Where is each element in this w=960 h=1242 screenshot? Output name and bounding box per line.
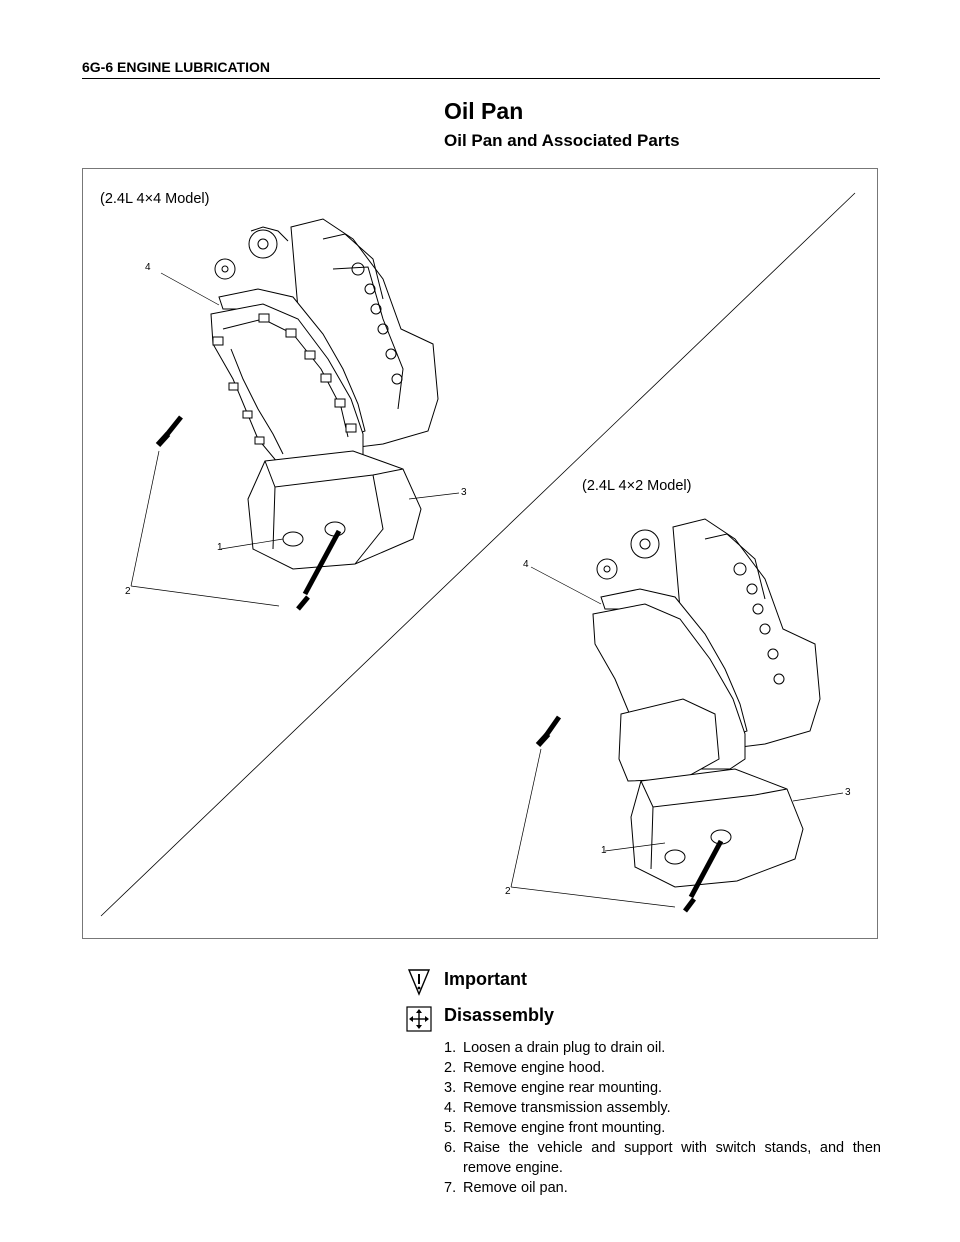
- step-text: Remove engine hood.: [463, 1060, 605, 1076]
- disassembly-steps: 1. Loosen a drain plug to drain oil. 2. Re…: [444, 1038, 881, 1198]
- oil-pan-figure: (2.4L 4×4 Model) (2.4L 4×2 Model) 1 2 3 …: [82, 168, 878, 939]
- step-text: Raise the vehicle and support with switc…: [463, 1140, 881, 1176]
- engine-4x4-drawing: [130, 218, 460, 611]
- step-item: 4. Remove transmission assembly.: [444, 1098, 881, 1118]
- callout-4x2-1: 1: [601, 845, 607, 856]
- callout-4x2-2: 2: [505, 886, 511, 897]
- figure-divider-line: [100, 192, 856, 917]
- callout-4x4-4: 4: [145, 262, 151, 273]
- step-number: 7.: [444, 1180, 457, 1196]
- step-text: Remove engine front mounting.: [463, 1120, 666, 1136]
- callout-4x4-3: 3: [461, 487, 467, 498]
- step-number: 4.: [444, 1100, 457, 1116]
- step-number: 3.: [444, 1080, 457, 1096]
- page-title: Oil Pan: [444, 98, 524, 124]
- caption-4x2-model: (2.4L 4×2 Model): [582, 478, 692, 494]
- oil-pan-illustration: [100, 192, 856, 917]
- disassembly-arrows-icon: [406, 1006, 432, 1032]
- callout-4x2-4: 4: [523, 559, 529, 570]
- step-text: Remove oil pan.: [463, 1180, 568, 1196]
- step-number: 1.: [444, 1040, 457, 1056]
- step-text: Loosen a drain plug to drain oil.: [463, 1040, 666, 1056]
- step-number: 2.: [444, 1060, 457, 1076]
- caption-4x4-model: (2.4L 4×4 Model): [100, 191, 210, 207]
- step-text: Remove transmission assembly.: [463, 1100, 671, 1116]
- step-item: 1. Loosen a drain plug to drain oil.: [444, 1038, 881, 1058]
- disassembly-title: Disassembly: [444, 1005, 555, 1025]
- step-item: 5. Remove engine front mounting.: [444, 1118, 881, 1138]
- step-item: 6. Raise the vehicle and support with swi…: [444, 1138, 881, 1178]
- step-item: 3. Remove engine rear mounting.: [444, 1078, 881, 1098]
- warning-triangle-icon: [407, 969, 431, 996]
- page-subtitle: Oil Pan and Associated Parts: [444, 131, 680, 150]
- callout-4x4-2: 2: [125, 586, 131, 597]
- step-item: 7. Remove oil pan.: [444, 1178, 881, 1198]
- callout-4x4-1: 1: [217, 542, 223, 553]
- engine-4x2-drawing: [510, 518, 844, 913]
- step-number: 6.: [444, 1140, 457, 1156]
- page-header: 6G-6 ENGINE LUBRICATION: [82, 58, 880, 79]
- step-number: 5.: [444, 1120, 457, 1136]
- step-text: Remove engine rear mounting.: [463, 1080, 663, 1096]
- callout-4x2-3: 3: [845, 787, 851, 798]
- important-title: Important: [444, 969, 527, 989]
- step-item: 2. Remove engine hood.: [444, 1058, 881, 1078]
- header-section-title: 6G-6 ENGINE LUBRICATION: [82, 59, 270, 75]
